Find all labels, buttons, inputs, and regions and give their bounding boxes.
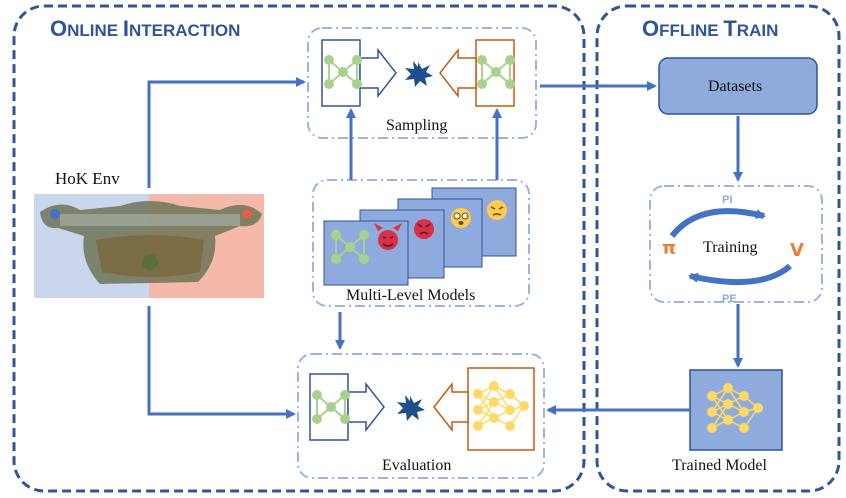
sampling-left-model-icon <box>321 39 397 107</box>
env-label: HoK Env <box>55 169 120 188</box>
trained-model-box <box>689 369 783 451</box>
pi-symbol: π <box>662 238 676 259</box>
evaluation-right-model-icon <box>433 367 535 451</box>
evaluation-box <box>297 353 545 479</box>
evaluation-label: Evaluation <box>382 457 451 474</box>
pi-loop-label: PI <box>722 194 732 206</box>
model-card-stack <box>323 187 517 286</box>
trained-model-label: Trained Model <box>672 457 768 474</box>
pensive-face-icon <box>487 200 507 220</box>
datasets-box <box>658 57 818 115</box>
clash-icon <box>397 395 425 421</box>
datasets-label: Datasets <box>708 78 762 95</box>
training-label: Training <box>703 239 758 256</box>
clash-icon <box>405 61 433 87</box>
sampling-right-model-icon <box>439 39 516 107</box>
multi-level-box <box>312 179 530 307</box>
training-box <box>649 185 823 303</box>
arrow-env-to-evaluation <box>147 306 296 419</box>
offline-panel-title: OFFLINE TRAIN <box>642 16 778 41</box>
v-symbol: V <box>790 240 804 261</box>
evaluation-left-model-icon <box>309 373 385 441</box>
sampling-box <box>307 27 537 139</box>
online-panel-title: ONLINE INTERACTION <box>50 16 240 41</box>
offline-panel <box>595 4 841 493</box>
sampling-label: Sampling <box>386 117 447 134</box>
devil-face-icon <box>374 223 402 250</box>
pi-loop-arrow <box>669 208 766 238</box>
angry-face-icon <box>414 219 434 239</box>
online-panel <box>12 4 586 493</box>
hok-map-image <box>34 194 264 298</box>
pe-loop-label: PE <box>722 293 737 305</box>
pe-loop-arrow <box>688 263 792 286</box>
dizzy-face-icon <box>451 208 471 228</box>
multi-level-label: Multi-Level Models <box>346 287 475 304</box>
arrow-env-to-sampling <box>147 77 306 188</box>
